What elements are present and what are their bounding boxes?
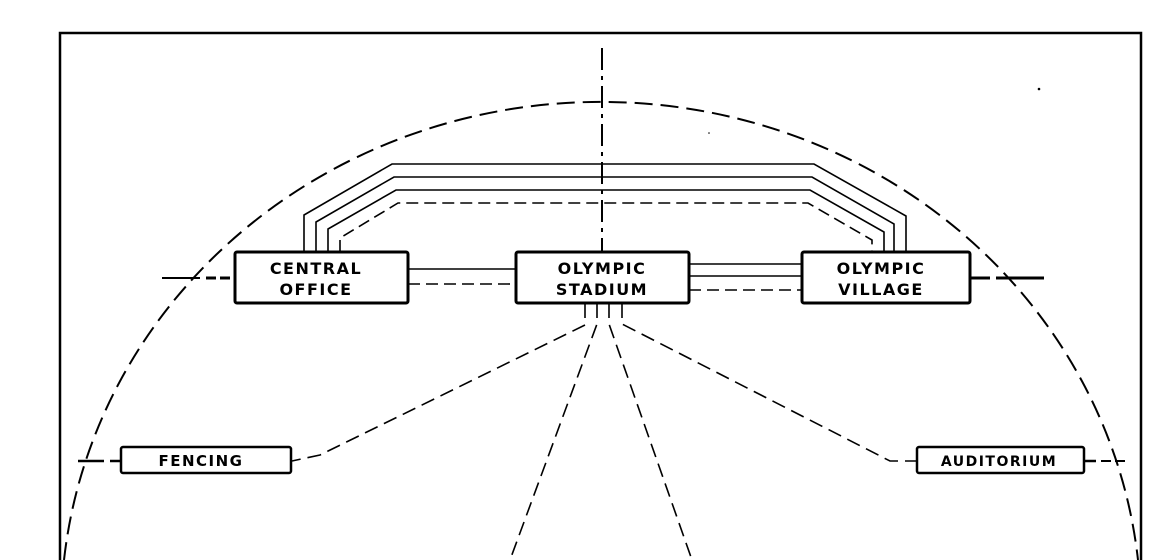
node-box [915,445,1086,475]
boundary-ties [78,276,1125,463]
node-label-line1: OLYMPIC [837,259,926,278]
central-office-stadium-links [408,268,516,285]
node-olympic-stadium[interactable]: OLYMPIC STADIUM [514,250,691,305]
node-label-line1: OLYMPIC [558,259,647,278]
top-link-bundle [303,163,907,252]
node-label-line2: STADIUM [556,280,648,299]
frame-border [58,31,1143,560]
node-label-line2: OFFICE [279,280,352,299]
node-box [233,250,410,305]
stadium-radial-links [291,304,917,560]
node-fencing[interactable]: FENCING [119,445,293,475]
print-speck [708,132,710,134]
trunk-line-dashed [339,202,873,252]
node-label-line2: VILLAGE [838,280,924,299]
node-box [800,250,972,305]
node-box [514,250,691,305]
node-box [119,445,293,475]
link-to-fencing [291,304,586,462]
stadium-village-links [689,263,802,291]
boundary-arc [63,100,1139,560]
node-label-line1: CENTRAL [270,259,362,278]
trunk-line-2 [315,176,895,252]
trunk-line-1 [303,163,907,252]
link-southeast [608,304,693,560]
node-label: FENCING [158,452,243,470]
print-speck [1037,87,1041,91]
trunk-line-3 [327,189,885,252]
link-to-auditorium [621,304,917,462]
node-label: AUDITORIUM [941,454,1057,470]
node-central-office[interactable]: CENTRAL OFFICE [233,250,410,305]
link-southwest [509,304,598,560]
node-olympic-village[interactable]: OLYMPIC VILLAGE [800,250,972,305]
node-auditorium[interactable]: AUDITORIUM [915,445,1086,475]
